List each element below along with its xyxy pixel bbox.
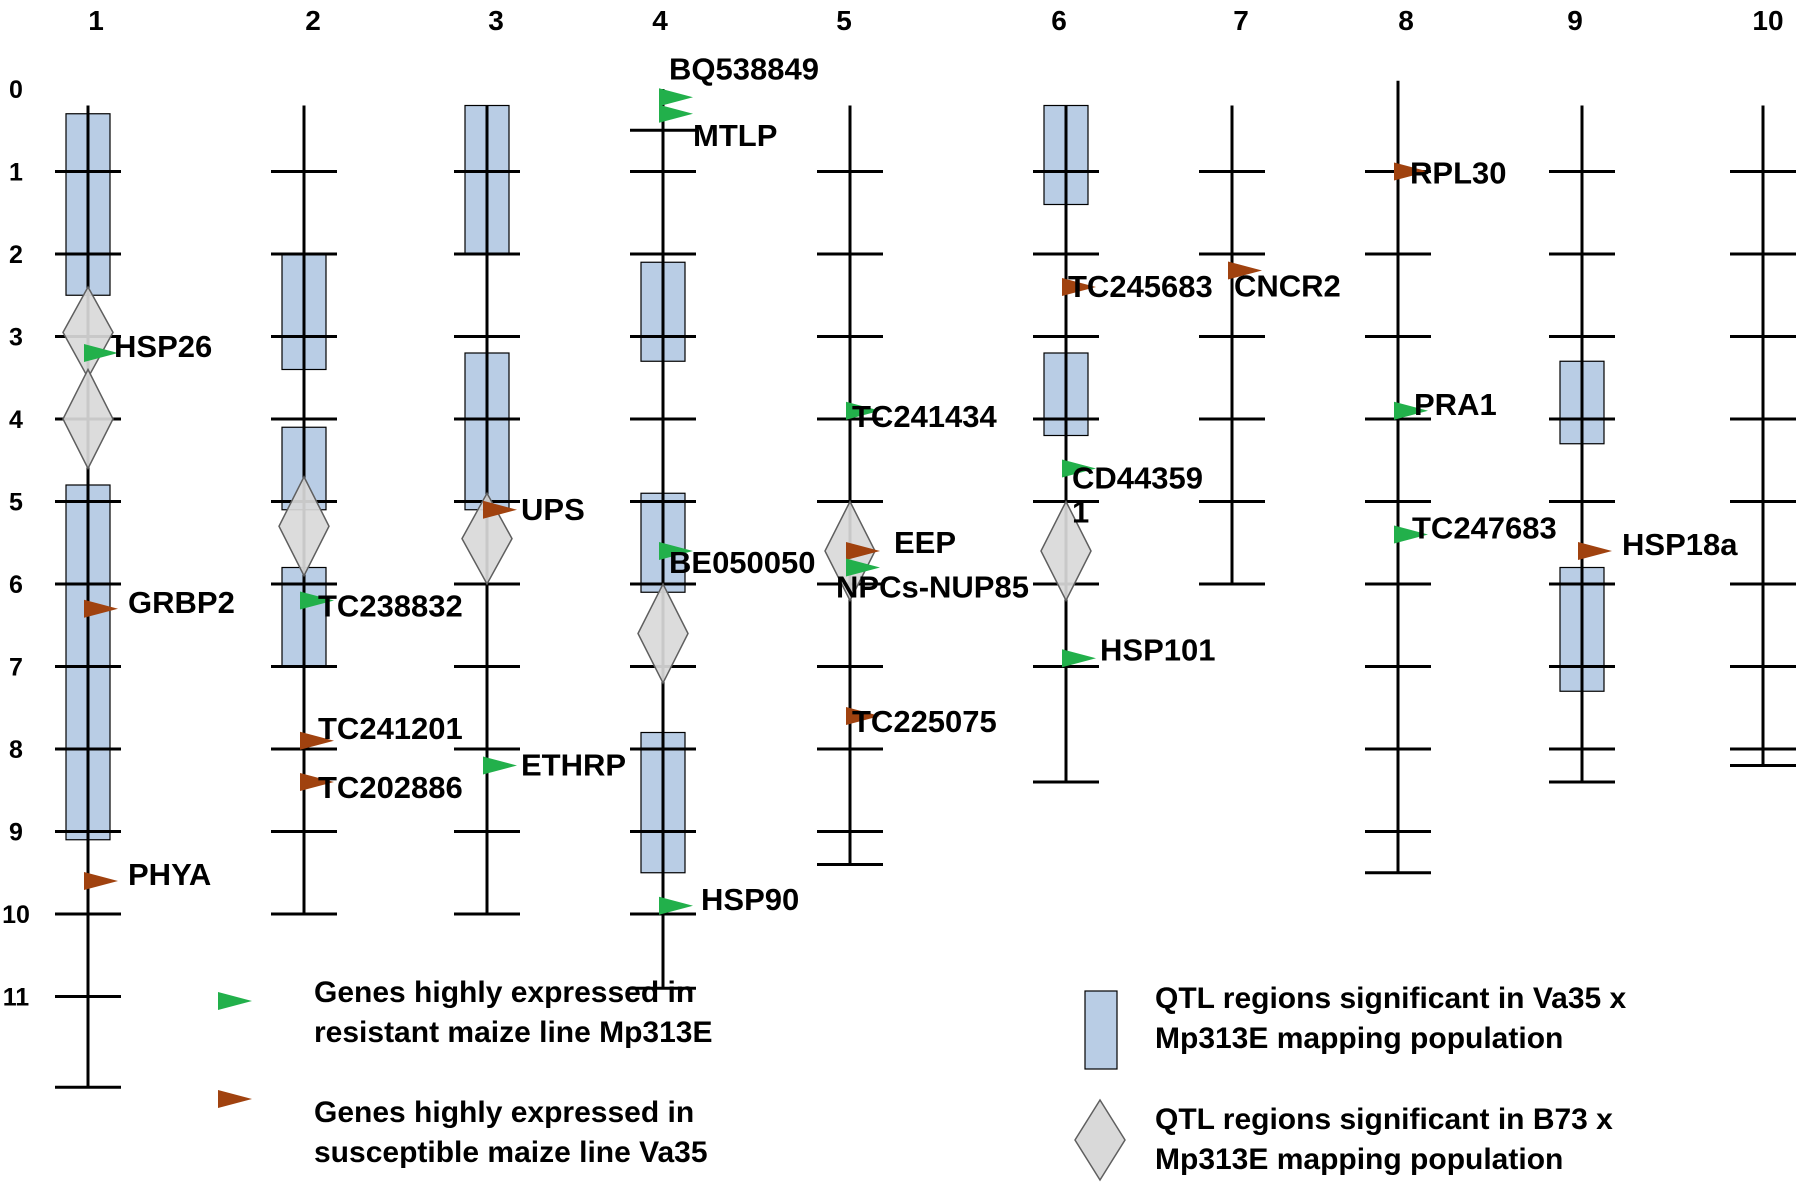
gene-marker-susceptible (300, 731, 334, 750)
gene-label: RPL30 (1410, 156, 1506, 191)
gene-marker-susceptible (846, 542, 880, 560)
chromosome-number: 9 (1567, 5, 1583, 36)
scale-label-5: 5 (9, 489, 23, 517)
qtl-diamond (62, 285, 114, 380)
scale-label-6: 6 (9, 571, 23, 599)
gene-marker-susceptible (84, 599, 118, 618)
gene-marker-susceptible (846, 707, 880, 725)
gene-label: BQ538849 (669, 51, 819, 86)
gene-label: ETHRP (521, 748, 626, 783)
scale-label-9: 9 (9, 819, 23, 847)
gene-label: UPS (521, 492, 585, 527)
gene-label: CNCR2 (1234, 269, 1341, 304)
gene-label: NPCs-NUP85 (836, 570, 1029, 605)
gene-marker-resistant (659, 896, 693, 915)
gene-marker-resistant (483, 756, 517, 775)
scale-label-1: 1 (9, 159, 23, 187)
chromosome-number: 8 (1398, 5, 1414, 36)
gene-marker-resistant (846, 401, 880, 420)
qtl-diamond (62, 367, 114, 471)
gene-marker-resistant (659, 542, 693, 560)
gene-marker-susceptible (300, 773, 334, 791)
gene-label: HSP18a (1622, 527, 1738, 562)
gene-label: PRA1 (1414, 387, 1497, 422)
gene-marker-resistant (84, 344, 118, 362)
gene-label: HSP26 (114, 329, 212, 364)
gene-label: HSP101 (1100, 632, 1215, 667)
gene-marker-susceptible (1394, 162, 1428, 181)
chromosome-10: 10 (1730, 5, 1796, 767)
chromosome-number: 7 (1233, 5, 1249, 36)
gene-label: EEP (894, 525, 956, 560)
gene-marker-resistant (1394, 525, 1428, 544)
gene-label: GRBP2 (128, 585, 235, 620)
gene-marker-resistant (659, 88, 693, 107)
position-scale: 0 1 2 3 4 5 6 7 8 9 10 11 (2, 76, 30, 1012)
chromosome-number: 5 (836, 5, 852, 36)
qtl-diamond (637, 582, 689, 685)
gene-marker-susceptible (84, 872, 118, 890)
scale-label-3: 3 (9, 324, 23, 352)
scale-label-8: 8 (9, 736, 23, 764)
scale-label-11: 11 (3, 984, 30, 1012)
scale-label-2: 2 (9, 241, 23, 269)
gene-marker-resistant (1062, 649, 1096, 668)
gene-label: TC225075 (852, 704, 997, 739)
gene-marker-resistant (300, 591, 334, 610)
gene-marker-resistant (659, 104, 693, 123)
chromosome-number: 1 (88, 5, 104, 36)
gene-marker-resistant (1062, 459, 1096, 478)
gene-label: TC241434 (852, 399, 998, 434)
legend-susceptible-marker (218, 1090, 252, 1108)
legend-qtl-box (1084, 990, 1118, 1070)
gene-marker-susceptible (483, 500, 517, 519)
gene-label: TC241201 (318, 711, 463, 746)
qtl-diamond (1040, 499, 1092, 603)
scale-label-10: 10 (2, 901, 30, 929)
gene-label: TC247683 (1412, 511, 1557, 546)
chromosome-number: 6 (1051, 5, 1067, 36)
chromosome-number: 4 (652, 5, 668, 36)
gene-marker-susceptible (1228, 261, 1262, 280)
legend-resistant-marker (218, 992, 252, 1010)
gene-label: BE050050 (669, 545, 816, 580)
gene-marker-resistant (1394, 401, 1428, 420)
gene-label: TC202886 (318, 770, 463, 805)
gene-label: TC245683 (1068, 269, 1213, 304)
gene-marker-susceptible (1062, 278, 1096, 296)
gene-marker-susceptible (1578, 542, 1612, 560)
chromosome-number: 3 (488, 5, 504, 36)
gene-label: MTLP (693, 118, 777, 153)
chromosome-number: 10 (1752, 5, 1783, 36)
qtl-diamond (278, 475, 330, 578)
gene-label: PHYA (128, 857, 211, 892)
scale-label-0: 0 (9, 76, 23, 104)
chromosomes: 1HSP26GRBP2PHYA2TC238832TC241201TC202886… (55, 5, 1796, 1089)
gene-marker-resistant (846, 558, 880, 577)
scale-label-4: 4 (9, 406, 23, 434)
scale-label-7: 7 (9, 654, 23, 682)
gene-label: HSP90 (701, 882, 799, 917)
qtl-diamond (461, 491, 513, 586)
chromosome-number: 2 (305, 5, 321, 36)
gene-label: TC238832 (318, 589, 463, 624)
legend-qtl-diamond (1074, 1098, 1126, 1182)
